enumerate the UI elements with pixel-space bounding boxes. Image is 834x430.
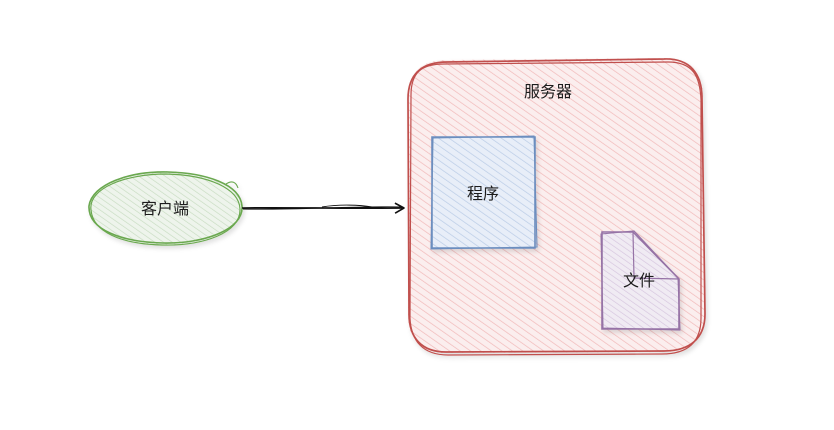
client-outline-a <box>88 171 243 244</box>
edge-line-loop <box>321 204 373 208</box>
client-outline-b <box>90 173 241 246</box>
client-node[interactable]: 客户端 <box>88 171 243 246</box>
program-outline-b <box>430 135 538 250</box>
file-node[interactable]: 文件 <box>600 230 681 331</box>
server-outline-a <box>407 58 706 353</box>
client-shape-fill <box>88 171 242 245</box>
file-shape-fill <box>602 232 679 329</box>
file-outline-b <box>600 230 681 331</box>
program-node[interactable]: 程序 <box>430 135 538 250</box>
client-outline-tail <box>225 181 239 189</box>
program-shape-fill <box>432 137 535 248</box>
file-fold <box>632 231 680 280</box>
server-outline-b <box>409 61 702 356</box>
edge-client-server[interactable] <box>241 202 405 214</box>
edge-line-sketch <box>242 206 403 210</box>
program-label: 程序 <box>467 184 499 203</box>
client-label: 客户端 <box>141 199 189 218</box>
server-label: 服务器 <box>524 82 572 101</box>
file-label: 文件 <box>623 271 655 290</box>
